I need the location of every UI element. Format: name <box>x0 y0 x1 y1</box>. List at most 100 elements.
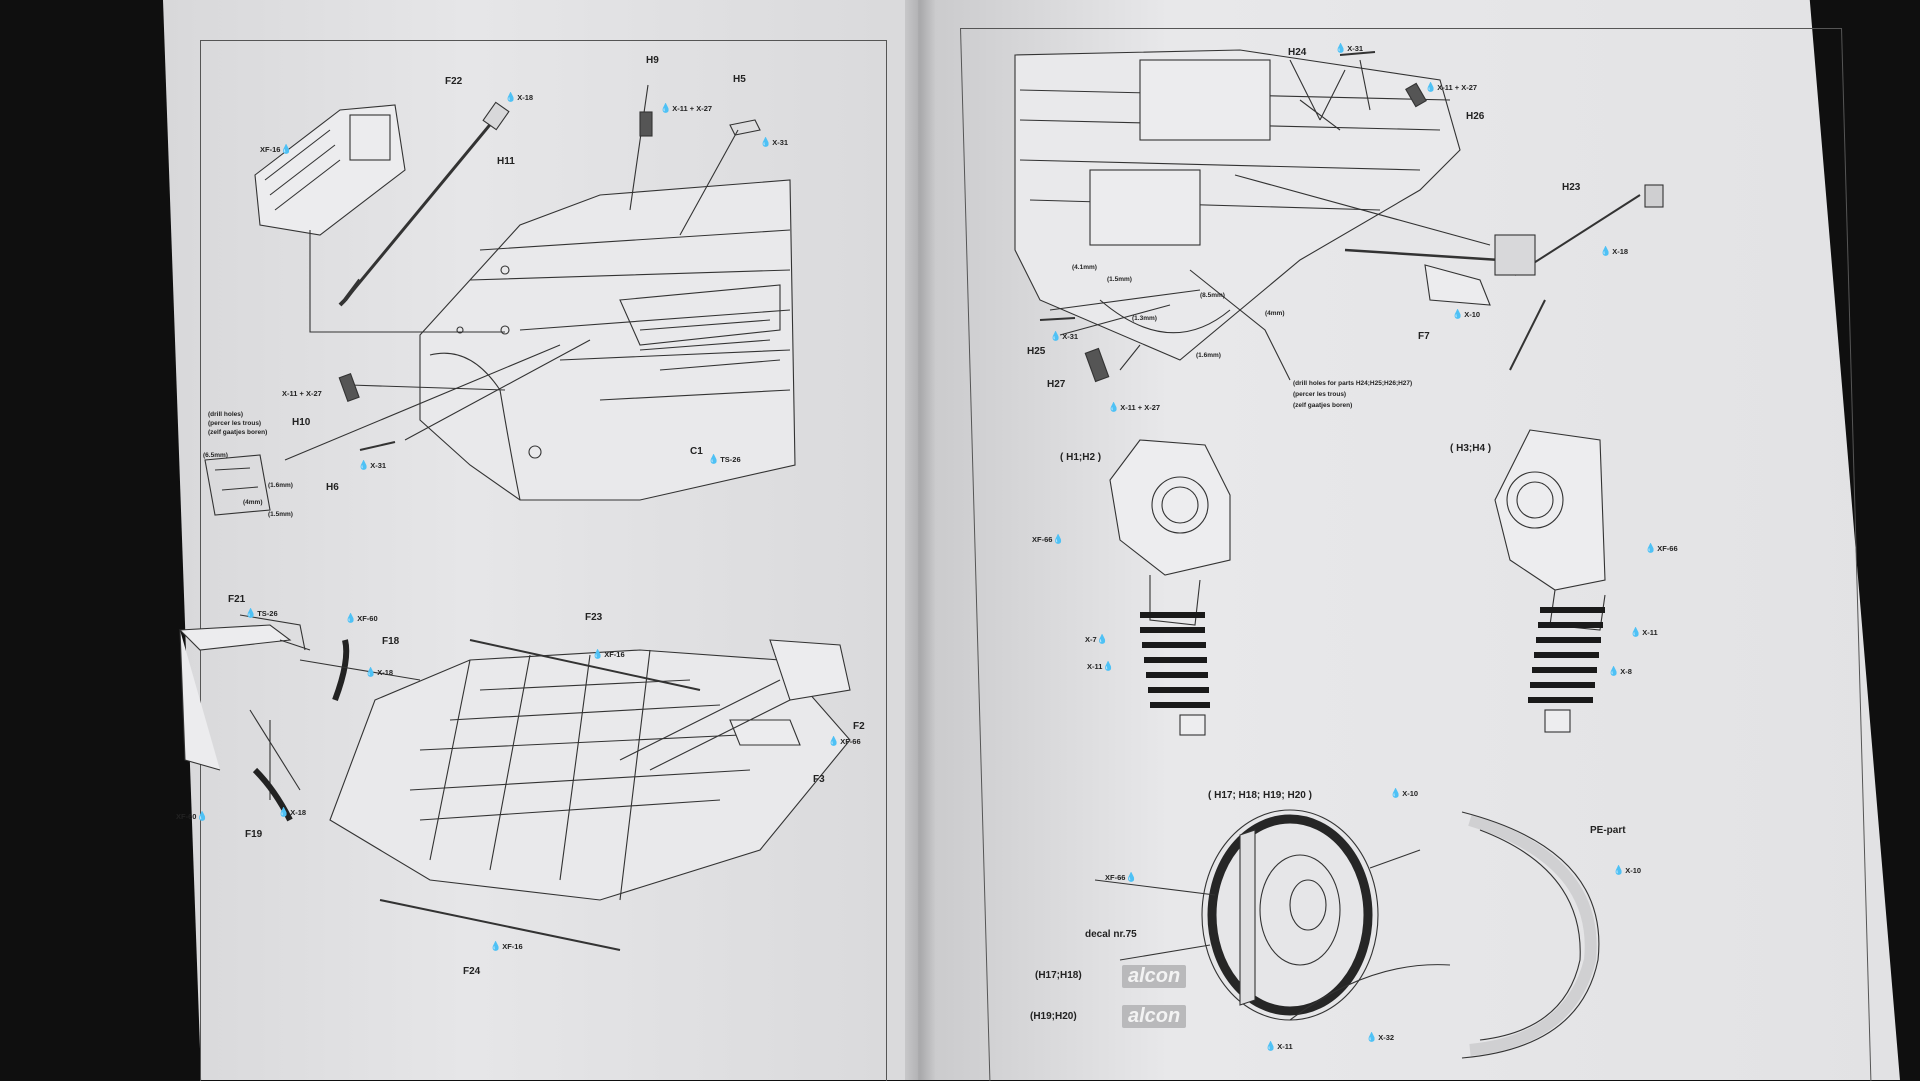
label-x18-f18: 💧X-18 <box>365 667 394 677</box>
paint-code: X-18 <box>517 93 534 102</box>
label-x18-f19: 💧X-18 <box>278 807 307 817</box>
paint-code: X-7 <box>1085 635 1097 644</box>
label-f19: F19 <box>245 829 263 840</box>
paint-code: X-11 <box>1277 1042 1293 1051</box>
label-xf66-h1: XF-66💧 <box>1032 534 1064 544</box>
label-x31-h25: 💧X-31 <box>1050 331 1079 341</box>
label-f22: F22 <box>445 76 463 87</box>
paint-code: X-11 + X-27 <box>672 104 713 113</box>
label-h27: H27 <box>1047 379 1066 390</box>
label-x31-h24: 💧X-31 <box>1335 43 1364 53</box>
label-h25: H25 <box>1027 346 1046 357</box>
paint-code: X-11 <box>1087 662 1103 671</box>
dim-label: (1.6mm) <box>1196 352 1221 359</box>
label-xf66-f2: 💧XF-66 <box>828 736 861 746</box>
paint-code: X-31 <box>1062 332 1079 341</box>
label-xf16-f24: 💧XF-16 <box>490 941 523 951</box>
label-h5: H5 <box>733 74 746 85</box>
paint-code: XF-16 <box>260 145 281 154</box>
label-h26: H26 <box>1466 111 1485 122</box>
label-xf66-caliper: XF-66💧 <box>1105 872 1137 882</box>
dim-label: (8.5mm) <box>1200 292 1225 299</box>
drill-note-right-line2: (percer les trous) <box>1293 391 1347 398</box>
paint-code: X-31 <box>370 461 387 470</box>
paint-code: X-11 + X-27 <box>1437 83 1478 92</box>
paint-code: X-10 <box>1464 310 1481 319</box>
alcon-decal-logo: alcon <box>1122 965 1187 988</box>
label-f2: F2 <box>853 721 865 732</box>
label-x11-h3: 💧X-11 <box>1630 627 1658 637</box>
label-x31-h5: 💧X-31 <box>760 137 789 147</box>
dim-label: (4.1mm) <box>1072 264 1097 271</box>
paint-code: X-32 <box>1378 1033 1395 1042</box>
paint-code: X-18 <box>1612 247 1629 256</box>
paint-code: X-31 <box>772 138 789 147</box>
label-h23: H23 <box>1562 182 1581 193</box>
label-h6: H6 <box>326 482 339 493</box>
label-x11-x27-h10: X-11 + X-27 <box>282 389 322 398</box>
paint-code: X-10 <box>1625 866 1642 875</box>
label-ts26-c1: 💧TS-26 <box>708 454 741 464</box>
label-x10-f7: 💧X-10 <box>1452 309 1481 319</box>
paint-code: XF-66 <box>1032 535 1053 544</box>
dim-label: (1.5mm) <box>268 511 293 518</box>
paint-code: TS-26 <box>257 609 278 618</box>
label-h17-h18: (H17;H18) <box>1035 970 1082 981</box>
dim-label: (4mm) <box>243 499 263 506</box>
paint-code: XF-16 <box>502 942 523 951</box>
paint-code: XF-66 <box>1657 544 1678 553</box>
label-x7: X-7💧 <box>1085 634 1108 644</box>
label-x11-brake: 💧X-11 <box>1265 1041 1293 1051</box>
label-h9: H9 <box>646 55 659 66</box>
paint-code: XF-66 <box>1105 873 1126 882</box>
label-x10-pe: 💧X-10 <box>1613 865 1642 875</box>
book-spine <box>905 0 935 1080</box>
label-h1-h2: ( H1;H2 ) <box>1060 452 1102 463</box>
paint-code: XF-60 <box>357 614 378 623</box>
paint-code: X-18 <box>290 808 307 817</box>
label-x11-x27-h9: 💧X-11 + X-27 <box>660 103 713 113</box>
label-x11-x27-h26: 💧X-11 + X-27 <box>1425 82 1478 92</box>
label-x18-h23: 💧X-18 <box>1600 246 1629 256</box>
label-x11-x27-h27: 💧X-11 + X-27 <box>1108 402 1161 412</box>
label-ts26-f21: 💧TS-26 <box>245 608 278 618</box>
label-h19-h20: (H19;H20) <box>1030 1011 1077 1022</box>
paint-code: XF-16 <box>604 650 625 659</box>
paint-code: TS-26 <box>720 455 741 464</box>
label-f18: F18 <box>382 636 400 647</box>
label-x8: 💧X-8 <box>1608 666 1632 676</box>
label-xf60-f19: XF-60💧 <box>176 811 208 821</box>
drill-note-right-line3: (zelf gaatjes boren) <box>1293 402 1353 409</box>
paint-code: XF-60 <box>176 812 197 821</box>
label-x31-h6: 💧X-31 <box>358 460 387 470</box>
label-f3: F3 <box>813 774 825 785</box>
label-x32: 💧X-32 <box>1366 1032 1395 1042</box>
label-h3-h4: ( H3;H4 ) <box>1450 443 1492 454</box>
drill-note-line2: (percer les trous) <box>208 420 262 427</box>
label-xf66-h3: 💧XF-66 <box>1645 543 1678 553</box>
paint-code: XF-66 <box>840 737 861 746</box>
paint-code: X-11 <box>1642 628 1658 637</box>
label-decal: decal nr.75 <box>1085 929 1137 940</box>
left-page-frame <box>200 40 887 1081</box>
alcon-decal-logo: alcon <box>1122 1005 1187 1028</box>
label-xf16-top: XF-16💧 <box>260 144 292 154</box>
label-h10: H10 <box>292 417 311 428</box>
drill-note-line3: (zelf gaatjes boren) <box>208 429 268 436</box>
drill-note-line1: (drill holes) <box>208 411 244 418</box>
dim-label: (1.5mm) <box>1107 276 1132 283</box>
paint-code: X-31 <box>1347 44 1364 53</box>
label-x18-top: 💧X-18 <box>505 92 534 102</box>
dim-label: (1.6mm) <box>268 482 293 489</box>
dim-label: (1.3mm) <box>1132 315 1157 322</box>
label-x10-brake: 💧X-10 <box>1390 788 1419 798</box>
label-f23: F23 <box>585 612 603 623</box>
paint-code: X-11 + X-27 <box>1120 403 1161 412</box>
label-f21: F21 <box>228 594 246 605</box>
dim-label: (4mm) <box>1265 310 1285 317</box>
paint-code: X-8 <box>1620 667 1632 676</box>
drill-note-right-line1: (drill holes for parts H24;H25;H26;H27) <box>1293 380 1413 387</box>
label-xf16-f23: 💧XF-16 <box>592 649 625 659</box>
label-f7: F7 <box>1418 331 1430 342</box>
